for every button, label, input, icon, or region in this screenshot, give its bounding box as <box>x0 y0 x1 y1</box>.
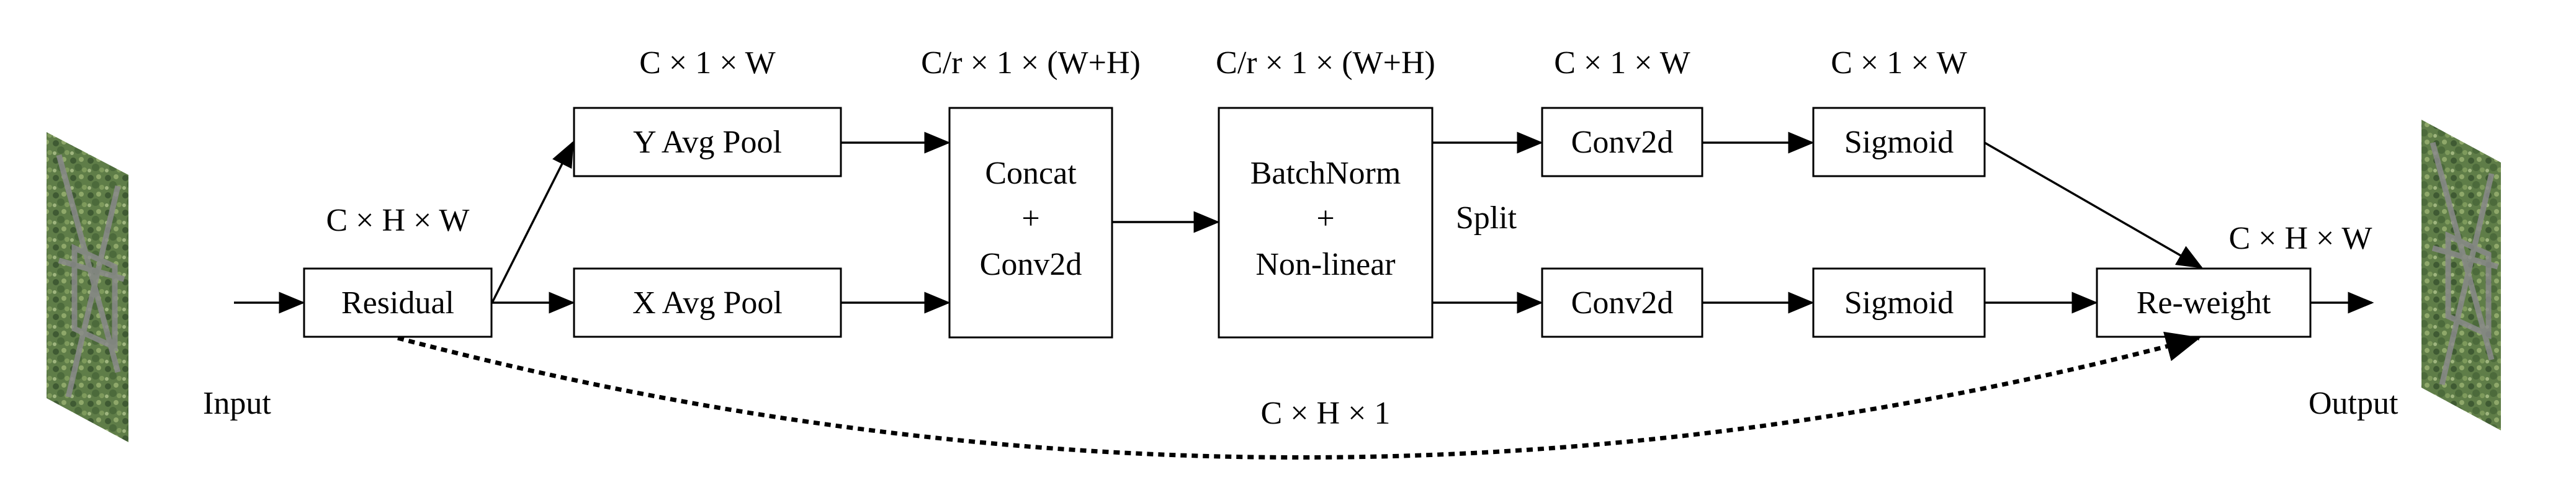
sigmoid-top-text: Sigmoid <box>1844 125 1954 160</box>
y-avg-pool-text: Y Avg Pool <box>633 125 782 160</box>
residual-to-ypool-arrow <box>491 140 574 303</box>
concat-conv2d-text: Conv2d <box>980 247 1082 282</box>
residual-dim-label: C × H × W <box>326 203 469 238</box>
y-avg-pool-block: Y Avg Pool <box>573 107 842 177</box>
concat-dim-label: C/r × 1 × (W+H) <box>921 45 1141 81</box>
skip-dim-label: C × H × 1 <box>1261 396 1391 431</box>
sigmoid-top-block: Sigmoid <box>1812 107 1986 177</box>
input-image <box>47 132 128 442</box>
x-avg-pool-text: X Avg Pool <box>632 285 783 321</box>
nonlinear-text: Non-linear <box>1255 247 1395 282</box>
reweight-dim-label: C × H × W <box>2228 221 2372 256</box>
residual-block: Residual <box>303 267 493 338</box>
batchnorm-dim-label: C/r × 1 × (W+H) <box>1216 45 1435 81</box>
split-label: Split <box>1456 200 1517 236</box>
conv2d-bottom-block: Conv2d <box>1541 267 1703 338</box>
concat-text: Concat <box>985 156 1077 191</box>
batchnorm-text: BatchNorm <box>1250 156 1401 191</box>
conv2d-bottom-text: Conv2d <box>1571 285 1674 321</box>
conv2d-top-text: Conv2d <box>1571 125 1674 160</box>
batchnorm-plus-text: + <box>1316 201 1334 236</box>
sigmoid-bottom-text: Sigmoid <box>1844 285 1954 321</box>
batchnorm-block: BatchNorm + Non-linear <box>1218 107 1434 339</box>
sigmoid-top-dim-label: C × 1 × W <box>1831 45 1967 81</box>
sigmoid-top-to-reweight-arrow <box>1984 141 2204 269</box>
input-label: Input <box>203 386 271 421</box>
sigmoid-bottom-block: Sigmoid <box>1812 267 1986 338</box>
output-image <box>2421 120 2501 430</box>
concat-plus-text: + <box>1021 201 1039 236</box>
residual-text: Residual <box>341 285 454 321</box>
conv2d-top-block: Conv2d <box>1541 107 1703 177</box>
output-label: Output <box>2309 386 2399 421</box>
reweight-block: Re-weight <box>2096 267 2312 338</box>
concat-conv-block: Concat + Conv2d <box>948 107 1113 339</box>
reweight-text: Re-weight <box>2137 285 2271 321</box>
x-avg-pool-block: X Avg Pool <box>573 267 842 338</box>
y-pool-dim-label: C × 1 × W <box>639 45 775 81</box>
conv-top-dim-label: C × 1 × W <box>1554 45 1690 81</box>
